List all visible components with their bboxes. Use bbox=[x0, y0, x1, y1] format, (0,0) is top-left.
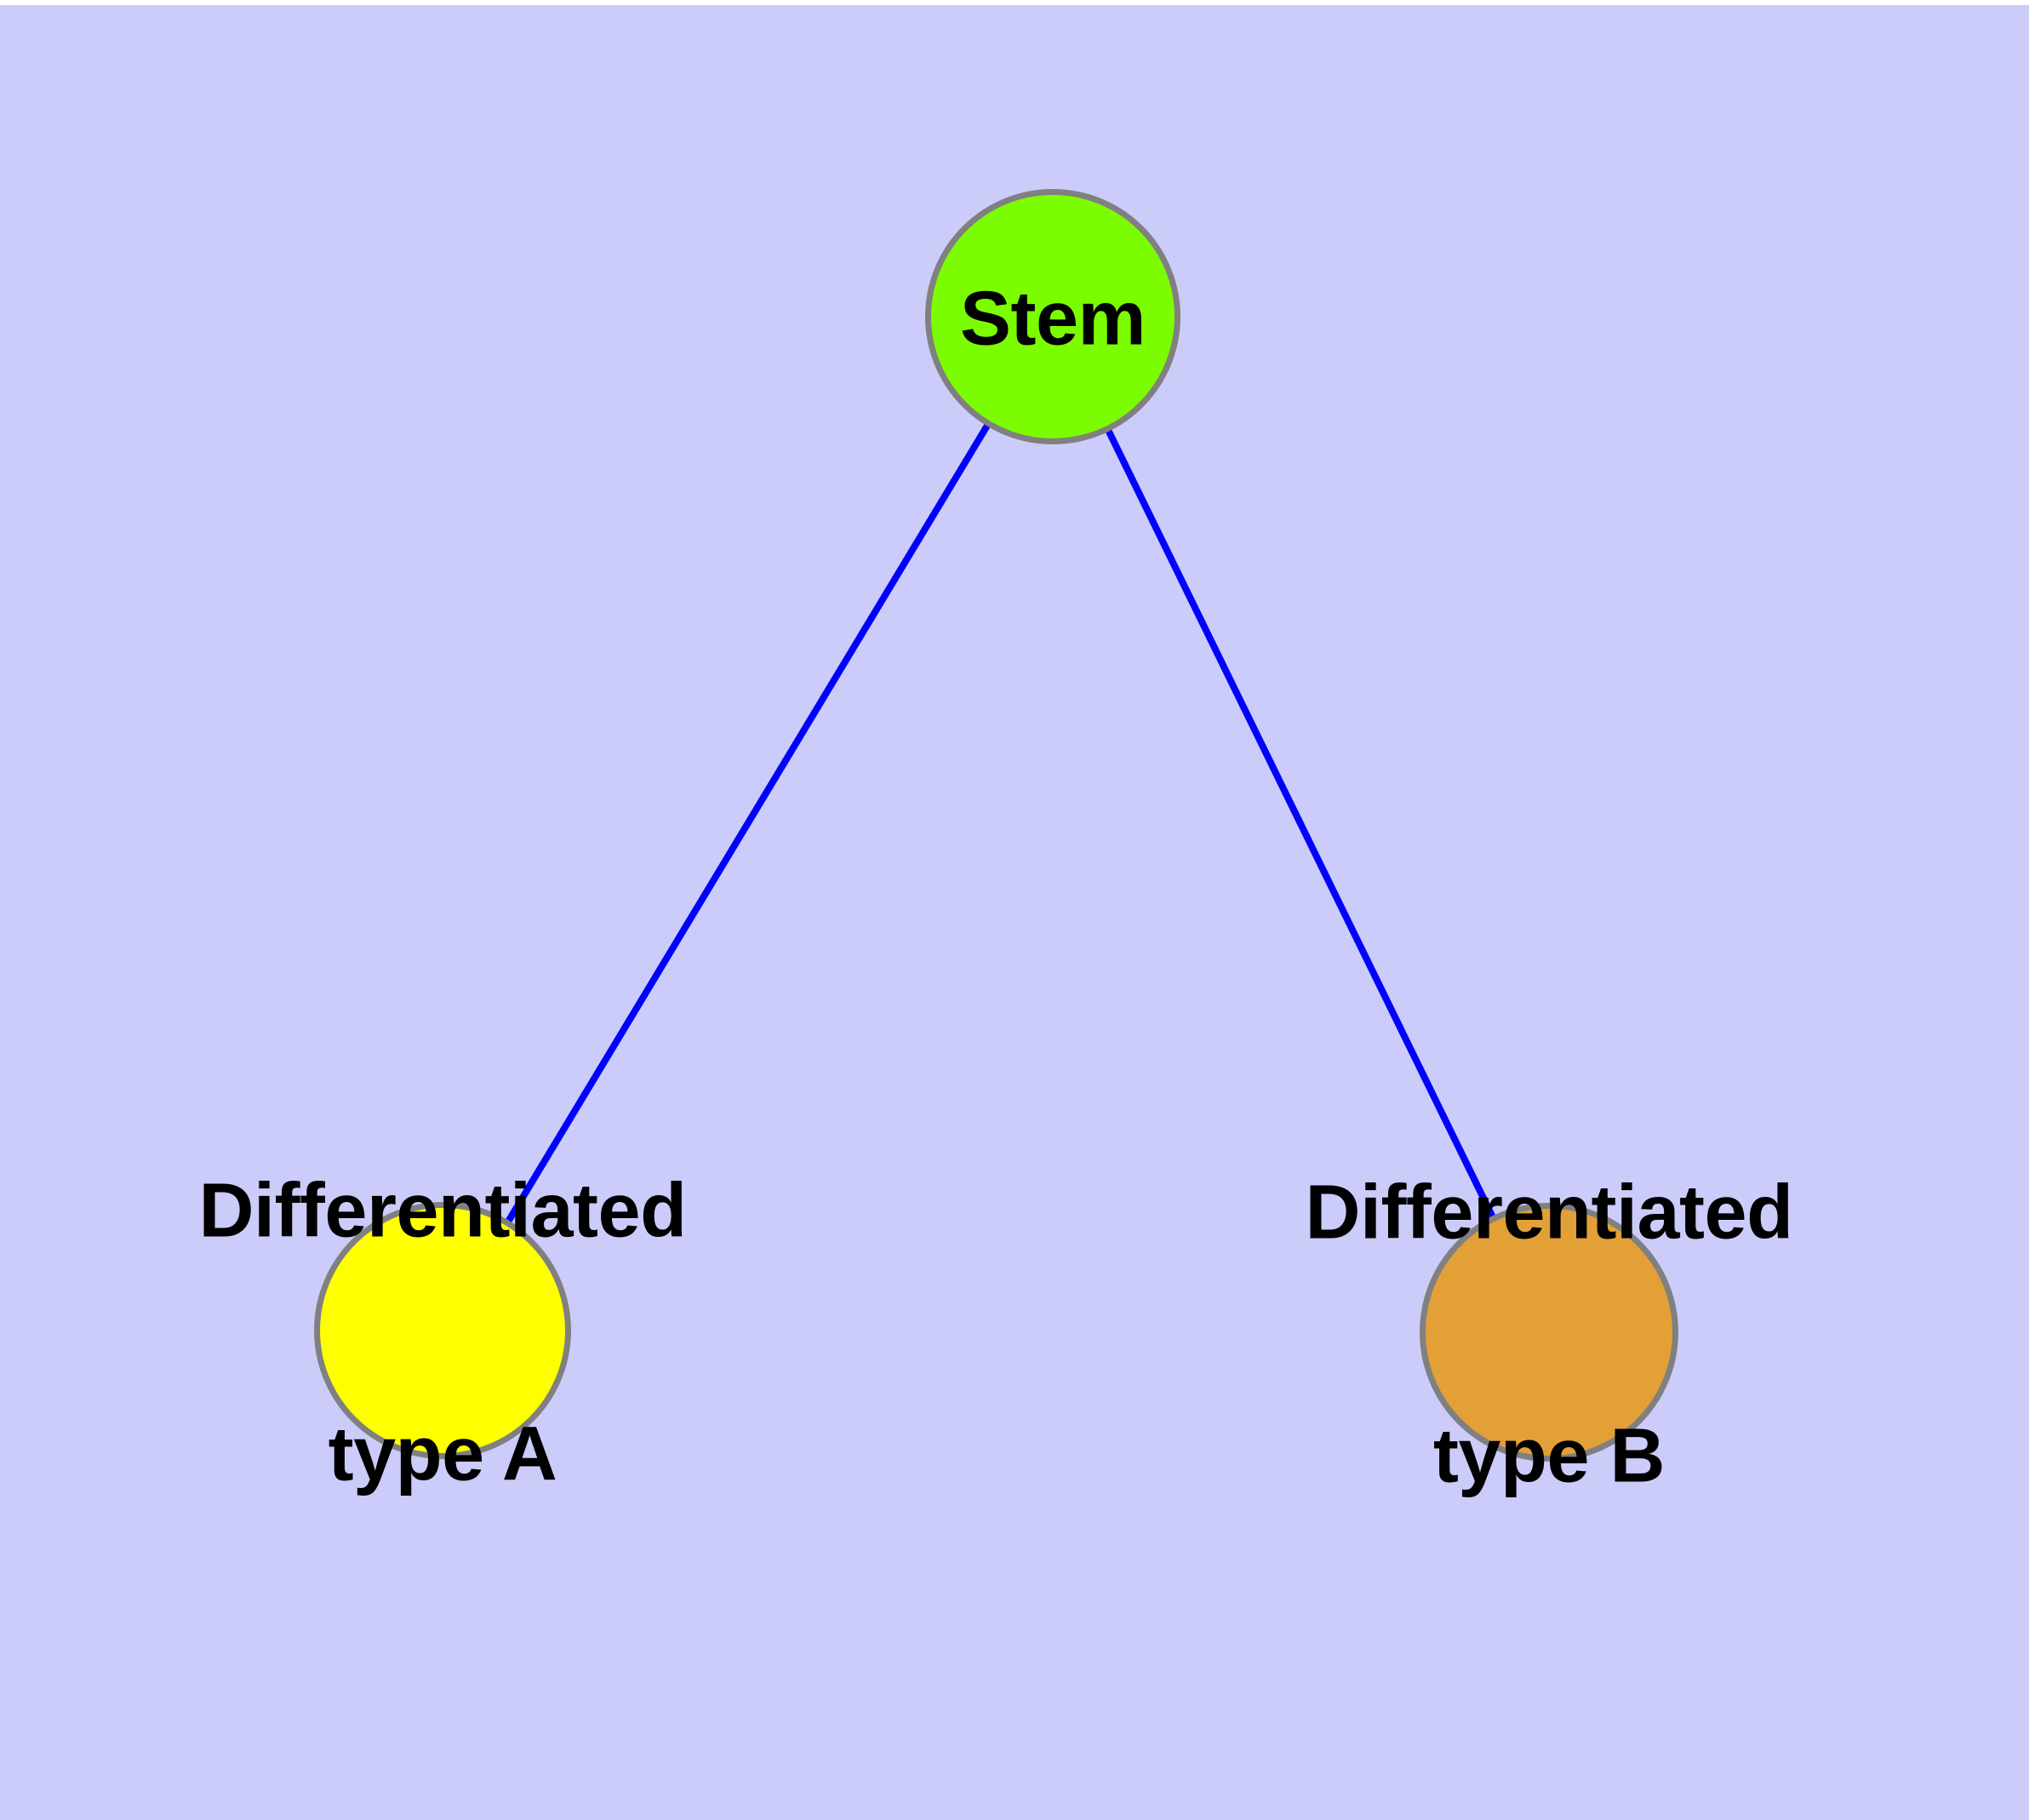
node-differentiated-type-a[interactable] bbox=[314, 1202, 571, 1459]
edge-group bbox=[439, 314, 1552, 1334]
node-group bbox=[314, 189, 1678, 1462]
edge-stem-to-diff-a[interactable] bbox=[439, 314, 1056, 1333]
edge-stem-to-diff-b[interactable] bbox=[1049, 315, 1552, 1334]
node-differentiated-type-b[interactable] bbox=[1420, 1203, 1678, 1462]
node-stem[interactable] bbox=[925, 189, 1180, 444]
